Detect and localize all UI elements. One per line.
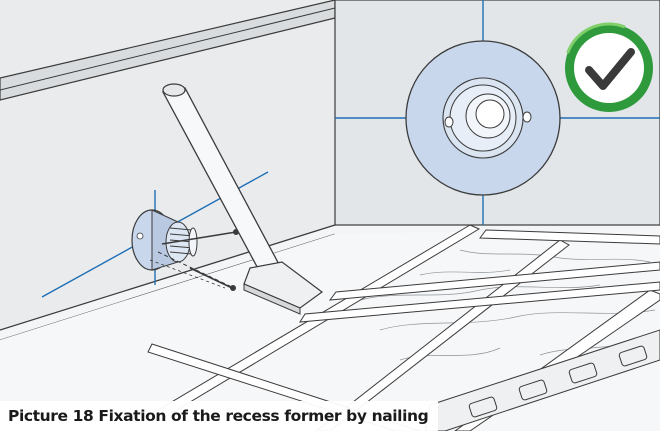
nails: [149, 229, 239, 291]
recess-former: [131, 209, 198, 271]
figure-caption: Picture 18 Fixation of the recess former…: [0, 401, 439, 431]
spacer-profile: [424, 329, 660, 431]
hammer: [162, 83, 324, 315]
